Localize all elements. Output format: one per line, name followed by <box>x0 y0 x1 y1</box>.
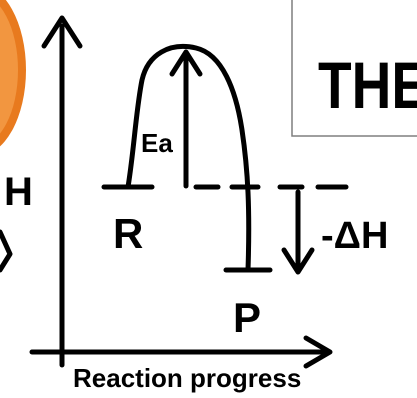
orange-decoration <box>0 0 26 147</box>
y-axis <box>41 15 83 368</box>
title-box: THE <box>291 0 417 137</box>
enthalpy-change-arrow <box>281 189 315 275</box>
product-label: P <box>233 294 261 341</box>
title-fragment: THE <box>318 48 417 122</box>
x-axis-label: Reaction progress <box>73 363 301 393</box>
energy-curve <box>125 44 252 273</box>
reactant-label: R <box>113 210 143 257</box>
x-axis <box>29 335 333 369</box>
activation-energy-arrow <box>169 49 203 189</box>
left-arrow-fragment <box>0 229 13 273</box>
activation-energy-label: Ea <box>141 128 173 158</box>
enthalpy-change-label: -ΔH <box>321 215 388 257</box>
y-axis-label: H <box>4 170 33 214</box>
